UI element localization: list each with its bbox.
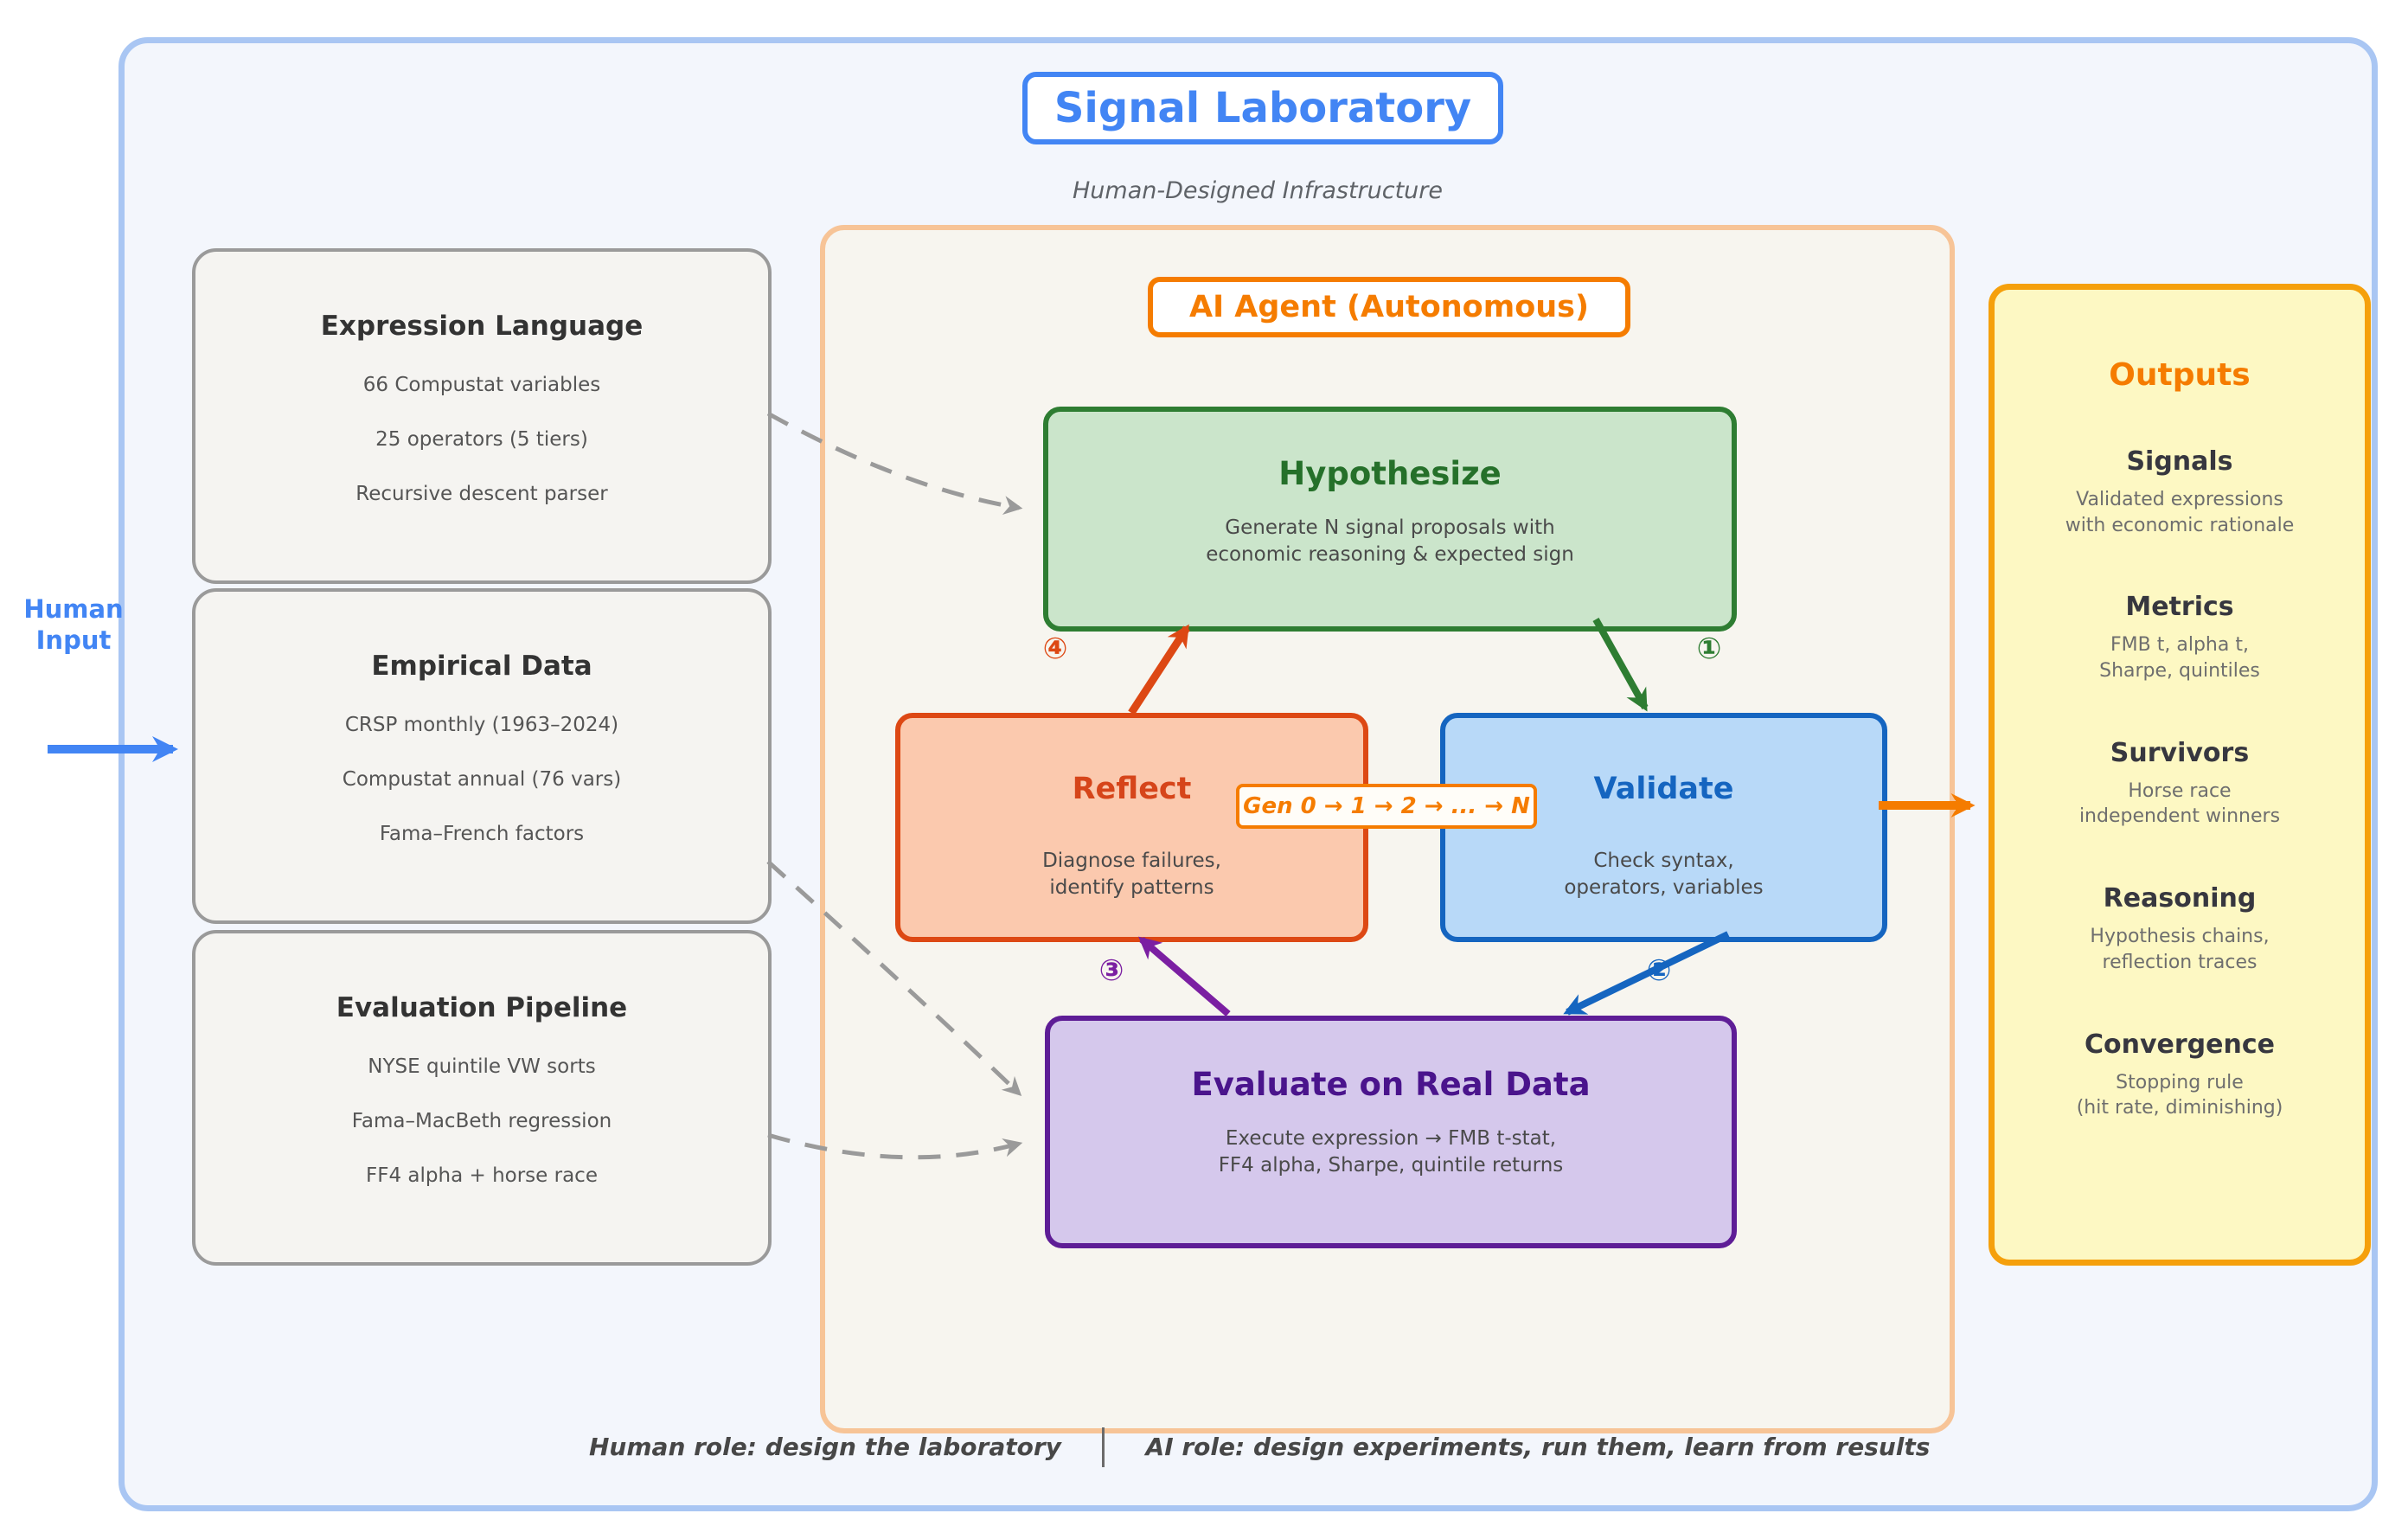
outputs-section-reasoning: Reasoning Hypothesis chains, reflection … bbox=[1995, 883, 2365, 975]
evaluation-pipeline-item: FF4 alpha + horse race bbox=[366, 1164, 598, 1187]
evaluate-node: Evaluate on Real Data Execute expression… bbox=[1045, 1016, 1737, 1248]
hypothesize-node: Hypothesize Generate N signal proposals … bbox=[1043, 407, 1737, 632]
outputs-box: Outputs Signals Validated expressions wi… bbox=[1989, 284, 2371, 1266]
evaluation-pipeline-box: Evaluation Pipeline NYSE quintile VW sor… bbox=[192, 930, 772, 1266]
outputs-section-title: Reasoning bbox=[2103, 883, 2257, 914]
empirical-data-item: Compustat annual (76 vars) bbox=[342, 768, 622, 791]
evaluate-title: Evaluate on Real Data bbox=[1191, 1066, 1591, 1103]
ai-role-caption: AI role: design experiments, run them, l… bbox=[1145, 1433, 1931, 1461]
outputs-section-title: Signals bbox=[2126, 446, 2233, 477]
outputs-section-body: FMB t, alpha t, Sharpe, quintiles bbox=[2099, 634, 2260, 683]
outputs-section-convergence: Convergence Stopping rule (hit rate, dim… bbox=[1995, 1029, 2365, 1121]
reflect-title: Reflect bbox=[1072, 772, 1192, 806]
page-title: Signal Laboratory bbox=[1022, 72, 1503, 144]
reflect-body: Diagnose failures, identify patterns bbox=[1042, 850, 1221, 900]
evaluate-body: Execute expression → FMB t-stat, FF4 alp… bbox=[1218, 1127, 1564, 1177]
step-4-marker: ④ bbox=[1042, 632, 1068, 666]
human-role-caption: Human role: design the laboratory bbox=[589, 1433, 1061, 1461]
evaluation-pipeline-item: Fama–MacBeth regression bbox=[351, 1110, 612, 1132]
expression-language-item: 25 operators (5 tiers) bbox=[375, 428, 588, 451]
outputs-section-title: Metrics bbox=[2125, 592, 2234, 623]
outputs-section-survivors: Survivors Horse race independent winners bbox=[1995, 738, 2365, 830]
empirical-data-box: Empirical Data CRSP monthly (1963–2024) … bbox=[192, 588, 772, 924]
expression-language-box: Expression Language 66 Compustat variabl… bbox=[192, 248, 772, 584]
evaluation-pipeline-title: Evaluation Pipeline bbox=[336, 992, 628, 1023]
outputs-section-body: Horse race independent winners bbox=[2078, 779, 2281, 828]
expression-language-title: Expression Language bbox=[320, 311, 644, 342]
outputs-section-title: Survivors bbox=[2110, 737, 2250, 768]
page-subtitle: Human-Designed Infrastructure bbox=[1072, 177, 1444, 204]
step-3-marker: ③ bbox=[1098, 953, 1124, 988]
validate-body: Check syntax, operators, variables bbox=[1564, 850, 1764, 900]
expression-language-item: 66 Compustat variables bbox=[362, 374, 601, 396]
ai-agent-title: AI Agent (Autonomous) bbox=[1148, 277, 1630, 337]
outputs-section-body: Hypothesis chains, reflection traces bbox=[2090, 926, 2270, 973]
human-input-label: Human Input bbox=[23, 594, 124, 656]
hypothesize-title: Hypothesize bbox=[1278, 455, 1502, 492]
outputs-section-metrics: Metrics FMB t, alpha t, Sharpe, quintile… bbox=[1995, 592, 2365, 683]
footer-divider bbox=[1102, 1427, 1105, 1467]
validate-title: Validate bbox=[1593, 772, 1734, 806]
empirical-data-item: CRSP monthly (1963–2024) bbox=[344, 714, 619, 736]
outputs-title: Outputs bbox=[2109, 357, 2251, 393]
hypothesize-body: Generate N signal proposals with economi… bbox=[1206, 516, 1574, 567]
outputs-section-body: Stopping rule (hit rate, diminishing) bbox=[2076, 1071, 2283, 1119]
outputs-section-body: Validated expressions with economic rati… bbox=[2065, 489, 2295, 536]
outputs-section-signals: Signals Validated expressions with econo… bbox=[1995, 446, 2365, 538]
empirical-data-item: Fama–French factors bbox=[379, 823, 585, 845]
empirical-data-title: Empirical Data bbox=[371, 651, 592, 682]
outputs-section-title: Convergence bbox=[2085, 1029, 2275, 1060]
generation-sequence-label: Gen 0 → 1 → 2 → ... → N bbox=[1236, 784, 1537, 829]
evaluation-pipeline-item: NYSE quintile VW sorts bbox=[368, 1055, 596, 1078]
expression-language-item: Recursive descent parser bbox=[355, 483, 608, 505]
step-2-marker: ② bbox=[1646, 953, 1672, 988]
step-1-marker: ① bbox=[1696, 632, 1722, 666]
